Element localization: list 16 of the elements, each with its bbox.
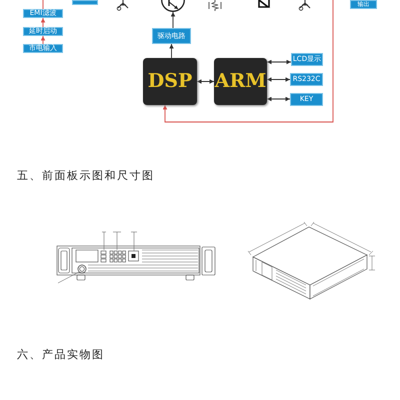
arrow: [266, 60, 292, 64]
processor-block: DSP: [143, 58, 197, 105]
section-heading: 五、前面板示图和尺寸图: [17, 168, 154, 183]
processor-block: ARM: [214, 58, 267, 105]
arrow: [40, 36, 46, 44]
transistor-symbol: [160, 0, 186, 12]
arrow: [266, 77, 290, 82]
function-block: [72, 0, 98, 5]
arrow: [169, 44, 174, 58]
arrow: [196, 79, 214, 84]
arrow: [40, 18, 46, 28]
arrow: [266, 96, 290, 102]
connector-line: [42, 0, 44, 10]
arrow: [162, 0, 334, 122]
arrow: [170, 12, 176, 28]
section-heading: 六、产品实物图: [17, 347, 104, 362]
